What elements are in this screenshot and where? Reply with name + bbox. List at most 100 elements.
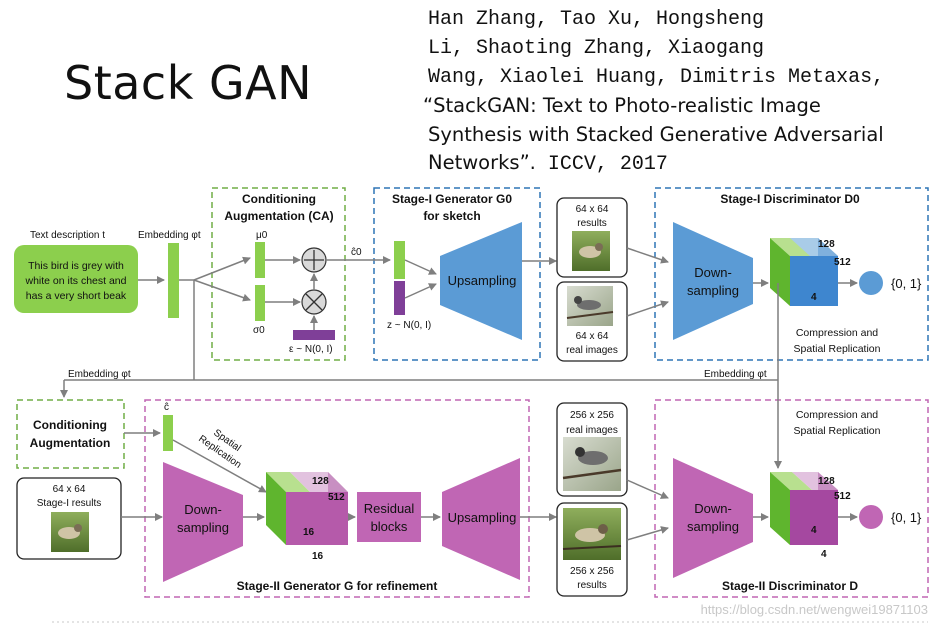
stage1-results-line-2: Stage-I results — [37, 498, 101, 509]
downsampling-2-shape — [163, 462, 243, 582]
disc1-title: Stage-I Discriminator D0 — [720, 192, 860, 206]
disc1-dim-512: 512 — [834, 257, 851, 268]
bird-image-64-result — [572, 231, 610, 271]
disc2-output-node — [859, 505, 883, 529]
disc2-output-label: {0, 1} — [891, 510, 922, 525]
disc2-dim-4-b: 4 — [821, 549, 827, 560]
bird-image-stage1-input — [51, 512, 89, 552]
page-title: Stack GAN — [64, 56, 312, 110]
disc1-dim-4: 4 — [811, 292, 817, 303]
downsampling-1-line-1: Down- — [694, 265, 732, 280]
z-bar — [394, 281, 405, 315]
upsampling-2-shape — [442, 458, 520, 580]
citation-paper-line-3-title: Networks”. — [428, 151, 536, 174]
disc1-dim-128: 128 — [818, 239, 835, 250]
downsampling-1-shape — [673, 222, 753, 340]
feature-cube-3 — [770, 472, 838, 545]
c-hat-label: ĉ — [164, 402, 169, 413]
text-description-box — [14, 245, 138, 313]
downsampling-3-line-2: sampling — [687, 519, 739, 534]
results-64-line-2: results — [577, 218, 606, 229]
upsampling-1-shape — [440, 222, 522, 340]
z-label: z ~ N(0, I) — [387, 320, 431, 331]
results-256-line-1: 256 x 256 — [570, 566, 614, 577]
sigma-label: σ0 — [253, 325, 265, 336]
compression-2-line-1: Compression and — [796, 409, 878, 421]
disc2-dim-512: 512 — [834, 491, 851, 502]
gen2-dim-16-b: 16 — [312, 551, 324, 562]
ca-title-line-1: Conditioning — [242, 192, 316, 206]
epsilon-bar — [293, 330, 335, 340]
downsampling-3-shape — [673, 458, 753, 578]
stage1-discriminator-box — [654, 187, 929, 361]
downsampling-1-line-2: sampling — [687, 283, 739, 298]
c0-bar — [394, 241, 405, 279]
gen2-dim-128: 128 — [312, 476, 329, 487]
disc2-dim-4-a: 4 — [811, 525, 817, 536]
disc2-title: Stage-II Discriminator D — [722, 579, 858, 593]
plus-icon — [301, 247, 327, 273]
citation-paper-line-2: Synthesis with Stacked Generative Advers… — [428, 123, 884, 146]
downsampling-3-line-1: Down- — [694, 501, 732, 516]
residual-line-2: blocks — [371, 519, 408, 534]
embedding-left-label: Embedding φt — [68, 369, 131, 380]
downsampling-2-line-2: sampling — [177, 520, 229, 535]
feature-cube-1 — [770, 238, 838, 306]
real-256-line-2: real images — [566, 425, 618, 436]
c0-label: ĉ0 — [351, 247, 362, 258]
feature-cube-2 — [266, 472, 348, 545]
stage1-results-line-1: 64 x 64 — [53, 484, 86, 495]
citation-authors-line-1: Han Zhang, Tao Xu, Hongsheng — [428, 8, 765, 31]
embedding-top-label: Embedding φt — [138, 230, 201, 241]
upsampling-1-label: Upsampling — [448, 273, 517, 288]
watermark: https://blog.csdn.net/wengwei19871103 — [700, 602, 928, 617]
ca2-box — [16, 399, 125, 469]
bird-image-256-result — [562, 508, 622, 560]
citation-authors-line-3: Wang, Xiaolei Huang, Dimitris Metaxas, — [428, 66, 885, 89]
gen2-dim-16-a: 16 — [303, 527, 315, 538]
epsilon-label: ε ~ N(0, I) — [289, 344, 333, 355]
compression-2-line-2: Spatial Replication — [794, 425, 881, 437]
results-64-line-1: 64 x 64 — [576, 204, 609, 215]
ca2-line-1: Conditioning — [33, 418, 107, 432]
compression-1-line-2: Spatial Replication — [794, 343, 881, 355]
text-description-line-3: has a very short beak — [26, 290, 127, 302]
gen1-title-line-1: Stage-I Generator G0 — [392, 192, 512, 206]
upsampling-2-label: Upsampling — [448, 510, 517, 525]
embedding-bar — [168, 243, 179, 318]
real-64-line-1: 64 x 64 — [576, 331, 609, 342]
gen1-title-line-2: for sketch — [423, 209, 480, 223]
real-64-line-2: real images — [566, 345, 618, 356]
sigma-bar — [255, 285, 265, 321]
text-description-line-2: white on its chest and — [25, 275, 127, 287]
embedding-right-label: Embedding φt — [704, 369, 767, 380]
citation-venue: ICCV, 2017 — [535, 153, 668, 176]
gen2-title: Stage-II Generator G for refinement — [237, 579, 438, 593]
disc1-output-node — [859, 271, 883, 295]
disc1-output-label: {0, 1} — [891, 276, 922, 291]
stage1-generator-box — [373, 187, 541, 361]
residual-line-1: Residual — [364, 501, 415, 516]
text-description-line-1: This bird is grey with — [28, 260, 124, 272]
stage2-generator-box — [144, 399, 530, 598]
mu-label: μ0 — [256, 230, 268, 241]
multiply-icon — [301, 289, 327, 315]
disc2-dim-128: 128 — [818, 476, 835, 487]
compression-1-line-1: Compression and — [796, 327, 878, 339]
ca-title-line-2: Augmentation (CA) — [224, 209, 333, 223]
gen2-dim-512: 512 — [328, 492, 345, 503]
stage2-discriminator-box — [654, 399, 929, 598]
citation-paper-line-1: “StackGAN: Text to Photo-realistic Image — [423, 94, 821, 117]
c-hat-bar — [163, 415, 173, 451]
residual-blocks — [357, 492, 421, 542]
results-256-line-2: results — [577, 580, 606, 591]
ca2-line-2: Augmentation — [30, 436, 111, 450]
mu-bar — [255, 242, 265, 278]
real-256-line-1: 256 x 256 — [570, 410, 614, 421]
bird-image-64-real — [566, 286, 614, 326]
ca-box — [211, 187, 346, 361]
citation-paper-line-3: Networks”. ICCV, 2017 — [428, 151, 933, 176]
bird-image-256-real — [562, 437, 622, 491]
downsampling-2-line-1: Down- — [184, 502, 222, 517]
